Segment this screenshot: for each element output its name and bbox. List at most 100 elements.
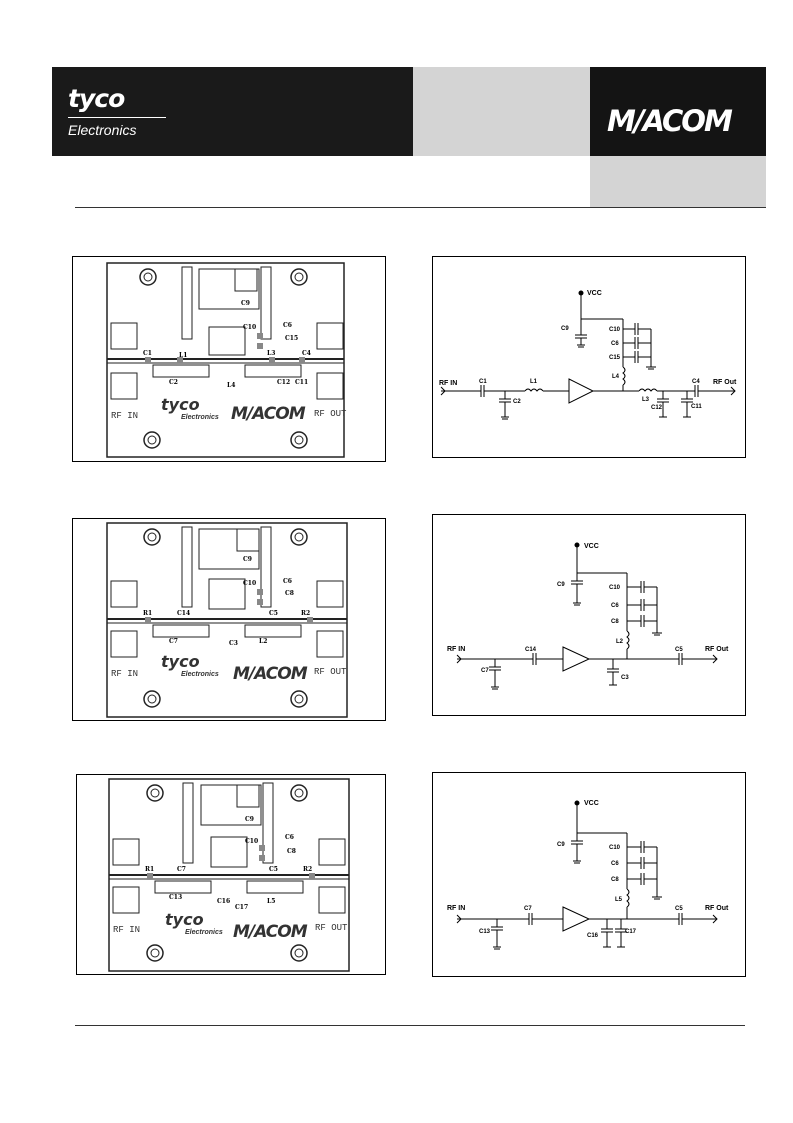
board-2-silk-label-3: C8: [285, 590, 294, 597]
macom-logo-text: M/ACOM: [607, 104, 733, 137]
board-1-macom-logo: M/ACOM: [231, 404, 306, 424]
header-right-bar: [590, 67, 766, 156]
board-3-silk-label-10: C17: [235, 904, 248, 911]
board-1-tyco-sub: Electronics: [181, 414, 219, 421]
schematic-1-out-series-cap: C4: [692, 379, 700, 385]
schematic-2-out-shunt-cap: C3: [621, 675, 629, 681]
board-3-drawing: C9 C6 C10 C8 R1 C7 C5 R2 C13 C16 C17 L5 …: [108, 778, 350, 972]
board-1-silk-label-8: C2: [169, 379, 178, 386]
schematic-1-rf-out: RF Out: [713, 379, 737, 386]
schematic-2-bypass-cap-1: C10: [609, 585, 621, 591]
tyco-logo-rule: [68, 117, 166, 118]
board-2-silk-label-9: C3: [229, 640, 238, 647]
board-2-rf-out: RF OUT: [314, 667, 347, 677]
schematic-3-supply-cap: C9: [557, 842, 565, 848]
schematic-1-out-shunt-cap-a: C12: [651, 405, 663, 411]
board-2-silk-label-4: R1: [143, 610, 152, 617]
board-1-silk-label-9: L4: [227, 382, 235, 389]
board-panel-3: C9 C6 C10 C8 R1 C7 C5 R2 C13 C16 C17 L5 …: [76, 774, 386, 975]
schematic-2-rf-out: RF Out: [705, 646, 729, 653]
board-3-silk-label-6: C5: [269, 866, 278, 873]
schematic-3-in-shunt-cap: C13: [479, 929, 491, 935]
schematic-3-choke: L5: [615, 897, 623, 903]
schematic-1-in-shunt-cap: C2: [513, 399, 521, 405]
schematic-3-rf-in: RF IN: [447, 905, 465, 912]
schematic-1-drawing: VCC RF IN RF Out C9 C10 C6 C15 L4 C1 C2 …: [439, 290, 737, 420]
schematic-1-rf-in: RF IN: [439, 380, 457, 387]
board-3-silk-label-9: C16: [217, 898, 230, 905]
board-2-macom-logo: M/ACOM: [233, 664, 308, 684]
tyco-electronics-logo: tyco Electronics: [68, 86, 166, 138]
board-3-macom-logo: M/ACOM: [233, 922, 308, 942]
board-2-silk-label-0: C9: [243, 556, 252, 563]
board-2-silk-label-2: C10: [243, 580, 256, 587]
macom-logo-graphic: M/ACOM: [607, 104, 735, 138]
schematic-3-bypass-cap-2: C6: [611, 861, 619, 867]
board-1-rf-in: RF IN: [111, 411, 138, 421]
board-1-silk-label-3: C15: [285, 335, 298, 342]
schematic-1-supply-cap: C9: [561, 326, 569, 332]
header-middle-band: [413, 67, 590, 156]
board-1-silk-label-7: C4: [302, 350, 311, 357]
schematic-1-vcc: VCC: [587, 290, 602, 297]
schematic-panel-1: VCC RF IN RF Out C9 C10 C6 C15 L4 C1 C2 …: [432, 256, 746, 458]
schematic-2-supply-cap: C9: [557, 582, 565, 588]
board-1-silk-label-0: C9: [241, 300, 250, 307]
schematic-3-out-shunt-cap-a: C16: [587, 933, 599, 939]
schematic-1-out-shunt-cap-b: C11: [691, 404, 702, 410]
schematic-3-bypass-cap-3: C8: [611, 877, 619, 883]
board-3-silk-label-11: L5: [267, 898, 275, 905]
header-left-bar: [52, 67, 413, 156]
board-1-silk-label-11: C11: [295, 379, 308, 386]
board-1-silk-label-10: C12: [277, 379, 290, 386]
board-2-silk-label-5: C14: [177, 610, 190, 617]
schematic-1-bypass-cap-2: C6: [611, 341, 619, 347]
board-panel-1: C9 C6 C10 C15 C1 L1 L3 C4 C2 L4 C12 C11 …: [72, 256, 386, 462]
board-2-silk-label-6: C5: [269, 610, 278, 617]
tyco-subtitle: Electronics: [68, 122, 137, 138]
tyco-wordmark: tyco: [68, 84, 125, 113]
board-2-rf-in: RF IN: [111, 669, 138, 679]
board-3-silk-label-0: C9: [245, 816, 254, 823]
schematic-1-in-series-cap: C1: [479, 379, 487, 385]
schematic-3-drawing: VCC RF IN RF Out C9 C10 C6 C8 L5 C13 C7 …: [447, 800, 729, 950]
schematic-1-out-inductor: L3: [642, 397, 650, 403]
board-3-silk-label-8: C13: [169, 894, 182, 901]
schematic-2-bypass-cap-3: C8: [611, 619, 619, 625]
board-1-silk-label-1: C6: [283, 322, 292, 329]
schematic-2-bypass-cap-2: C6: [611, 603, 619, 609]
macom-logo: M/ACOM: [605, 103, 745, 142]
schematic-2-drawing: VCC RF IN RF Out C9 C10 C6 C8 L2 C7 C14 …: [447, 542, 729, 690]
footer-rule: [75, 1025, 745, 1026]
schematic-2-rf-in: RF IN: [447, 646, 465, 653]
board-3-silk-label-1: C6: [285, 834, 294, 841]
schematic-1-bypass-cap-1: C10: [609, 327, 621, 333]
board-2-silk-label-10: L2: [259, 638, 267, 645]
schematic-1-choke: L4: [612, 374, 620, 380]
schematic-2-vcc: VCC: [584, 543, 599, 550]
board-2-silk-label-1: C6: [283, 578, 292, 585]
header-right-lower-band: [590, 156, 766, 207]
board-3-silk-label-5: C7: [177, 866, 186, 873]
schematic-2-out-series-cap: C5: [675, 647, 683, 653]
board-2-silk-label-7: R2: [301, 610, 310, 617]
board-2-tyco-sub: Electronics: [181, 671, 219, 678]
board-3-silk-label-3: C8: [287, 848, 296, 855]
board-3-rf-out: RF OUT: [315, 923, 348, 933]
board-3-tyco-sub: Electronics: [185, 929, 223, 936]
board-2-silk-label-8: C7: [169, 638, 178, 645]
schematic-2-choke: L2: [616, 639, 624, 645]
board-3-silk-label-4: R1: [145, 866, 154, 873]
board-1-rf-out: RF OUT: [314, 409, 347, 419]
schematic-3-out-shunt-cap-b: C17: [625, 929, 637, 935]
board-1-drawing: C9 C6 C10 C15 C1 L1 L3 C4 C2 L4 C12 C11 …: [106, 262, 347, 458]
schematic-panel-2: VCC RF IN RF Out C9 C10 C6 C8 L2 C7 C14 …: [432, 514, 746, 716]
board-1-silk-label-2: C10: [243, 324, 256, 331]
schematic-3-out-series-cap: C5: [675, 906, 683, 912]
board-2-drawing: C9 C6 C10 C8 R1 C14 C5 R2 C7 C3 L2 RF IN…: [106, 522, 348, 718]
schematic-2-in-shunt-cap: C7: [481, 668, 489, 674]
board-2-tyco-wordmark: tyco: [161, 652, 200, 671]
header-rule: [75, 207, 766, 208]
board-1-silk-label-5: L1: [179, 352, 187, 359]
schematic-3-rf-out: RF Out: [705, 905, 729, 912]
